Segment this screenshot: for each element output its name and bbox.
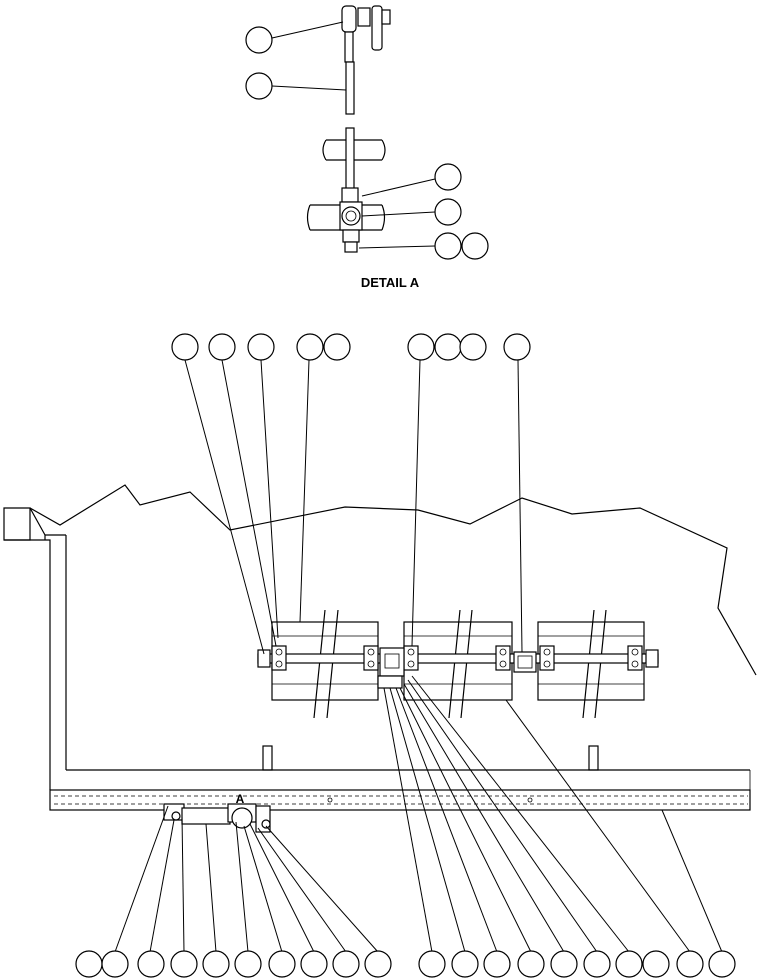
left-wall bbox=[4, 534, 67, 790]
center-coupler bbox=[379, 647, 405, 677]
rod-end-shank bbox=[344, 31, 354, 63]
rod-lower bbox=[345, 127, 355, 191]
rod-end-nut bbox=[357, 7, 371, 27]
actuator-assembly bbox=[163, 803, 271, 833]
callout-balloon bbox=[245, 26, 273, 54]
bracket-group bbox=[271, 645, 643, 671]
right-coupler bbox=[513, 651, 537, 673]
callout-balloon bbox=[434, 198, 462, 226]
bottom-leaders bbox=[114, 675, 723, 953]
callout-balloon bbox=[245, 72, 273, 100]
floor-rail bbox=[49, 789, 751, 811]
strip-panel-left bbox=[271, 609, 379, 719]
post bbox=[588, 745, 599, 771]
post bbox=[262, 745, 273, 771]
lock-nut bbox=[342, 229, 360, 243]
detail-caption: DETAIL A bbox=[361, 275, 420, 290]
coupler-base bbox=[377, 675, 403, 689]
detail-reference-letter: A bbox=[236, 792, 245, 806]
top-leaders bbox=[184, 359, 523, 655]
control-rod bbox=[257, 653, 659, 664]
callout-balloon bbox=[434, 232, 462, 260]
detail-a-view: DETAIL A bbox=[245, 5, 489, 290]
callout-balloon bbox=[461, 232, 489, 260]
pivot-pin bbox=[341, 206, 361, 226]
callout-balloon bbox=[434, 163, 462, 191]
bottom-callouts bbox=[75, 950, 736, 978]
left-cap bbox=[3, 507, 31, 541]
bracket-plate bbox=[371, 5, 383, 51]
rod-upper bbox=[345, 61, 355, 115]
bolt-head bbox=[381, 9, 391, 25]
main-assembly-view: A bbox=[3, 333, 757, 978]
rod-end bbox=[341, 5, 357, 33]
break-line bbox=[29, 484, 757, 676]
adjust-nut bbox=[341, 187, 359, 203]
top-callouts bbox=[171, 333, 531, 361]
jam-nut bbox=[344, 241, 358, 253]
